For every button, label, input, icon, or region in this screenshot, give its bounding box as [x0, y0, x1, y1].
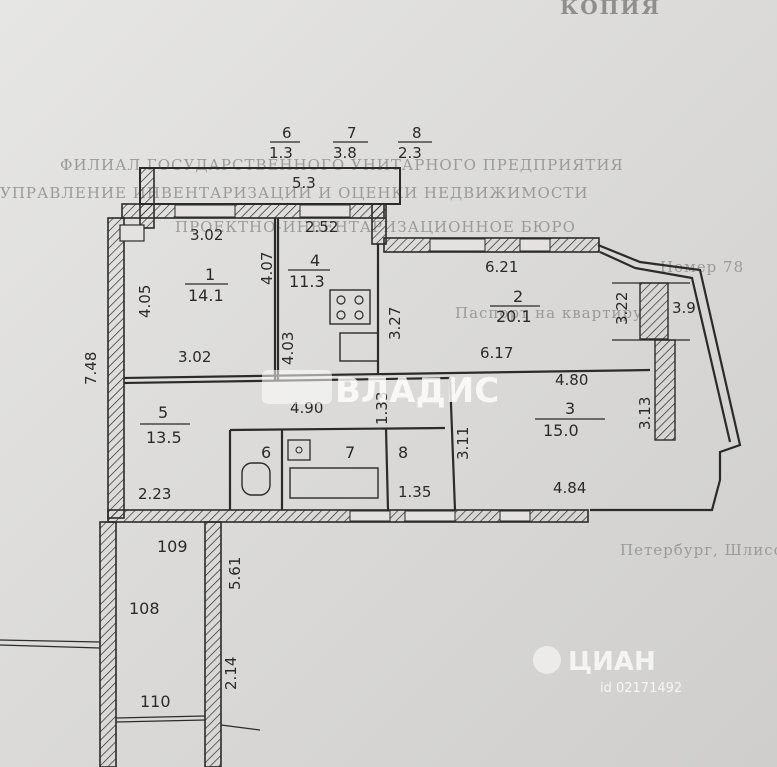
room-5-number: 5: [158, 403, 168, 422]
room-2-area: 20.1: [496, 307, 532, 326]
bg-line-1: ФИЛИАЛ ГОСУДАРСТВЕННОГО УНИТАРНОГО ПРЕДП…: [60, 156, 624, 174]
watermark-id: id 02171492: [600, 681, 682, 696]
neighbor-108: 108: [129, 599, 160, 618]
dim-room2-right: 3.22: [613, 292, 631, 325]
dim-room1-right: 4.07: [258, 252, 276, 285]
fraction-labels: 6 1.3 7 3.8 8 2.3: [269, 124, 432, 162]
stove-icon: [329, 289, 371, 325]
dim-room3-right: 3.13: [636, 397, 654, 430]
bg-line-4: Петербург, Шлиссельбургский пр., д.: [620, 541, 777, 559]
dim-room3-left: 3.11: [454, 427, 472, 460]
dim-room5-bottom: 2.23: [138, 485, 171, 503]
dim-outer-left: 7.48: [82, 352, 100, 385]
bg-line-5: Паспорт на квартиру: [455, 304, 643, 322]
room-2-number: 2: [513, 287, 523, 306]
washbasin-icon: [287, 439, 311, 461]
watermarks: ВЛАДИС ЦИАН id 02171492: [262, 370, 682, 696]
fraction-8-bottom: 2.3: [398, 144, 422, 162]
fraction-6-bottom: 1.3: [269, 144, 293, 162]
dim-room2-bottom: 6.17: [480, 344, 513, 362]
dim-room1-top: 3.02: [190, 226, 223, 244]
room-3-area: 15.0: [543, 421, 579, 440]
fixtures: [241, 289, 379, 499]
room-1-area: 14.1: [188, 286, 224, 305]
corner-copy-text: КОПИЯ: [560, 0, 661, 19]
fraction-7-top: 7: [347, 124, 357, 142]
room-8-number: 8: [398, 443, 408, 462]
room-4-number: 4: [310, 251, 320, 270]
neighbor-labels: 109 108 110: [129, 537, 188, 711]
dim-stair-lower: 2.14: [222, 657, 240, 690]
room-5-area: 13.5: [146, 428, 182, 447]
dim-balcony: 5.3: [292, 174, 316, 192]
dim-hall-small: 1.33: [373, 392, 391, 425]
sink-icon: [339, 332, 379, 362]
bathtub-icon: [289, 467, 379, 499]
room-labels: 1 14.1 4 11.3 2 20.1 3 15.0 5 13.5 6 7 8: [140, 251, 605, 462]
dim-room3-top: 4.80: [555, 371, 588, 389]
watermark-brand-2: ЦИАН: [568, 647, 656, 677]
dim-room2-left: 3.27: [386, 307, 404, 340]
room-3-number: 3: [565, 399, 575, 418]
interior-walls: [123, 218, 651, 511]
fraction-7-bottom: 3.8: [333, 144, 357, 162]
dim-room1-bottom: 3.02: [178, 348, 211, 366]
toilet-icon: [241, 462, 271, 496]
fraction-6-top: 6: [282, 124, 292, 142]
neighbor-walls: [0, 521, 261, 767]
room-6-number: 6: [261, 443, 271, 462]
neighbor-109: 109: [157, 537, 188, 556]
dim-room1-left: 4.05: [136, 285, 154, 318]
dimension-labels: 5.3 3.02 3.02 4.05 4.07 2.52 4.03 6.21 6…: [82, 174, 696, 690]
dim-bay: 3.9: [672, 299, 696, 317]
neighbor-110: 110: [140, 692, 171, 711]
cian-logo-icon: [533, 646, 561, 674]
watermark-brand: ВЛАДИС: [335, 371, 499, 411]
fraction-8-top: 8: [412, 124, 422, 142]
dim-room2-top: 6.21: [485, 258, 518, 276]
dim-stair-right: 5.61: [226, 557, 244, 590]
bg-line-6: Номер 78: [660, 258, 744, 276]
exterior-walls: [107, 167, 742, 523]
dim-room4-left: 4.03: [279, 332, 297, 365]
room-1-number: 1: [205, 265, 215, 284]
dim-room4-top: 2.52: [305, 218, 338, 236]
dim-room3-bottom: 4.84: [553, 479, 586, 497]
room-7-number: 7: [345, 443, 355, 462]
vladis-logo-icon: [262, 370, 332, 404]
room-4-area: 11.3: [289, 272, 325, 291]
dim-room8-bottom: 1.35: [398, 483, 431, 501]
